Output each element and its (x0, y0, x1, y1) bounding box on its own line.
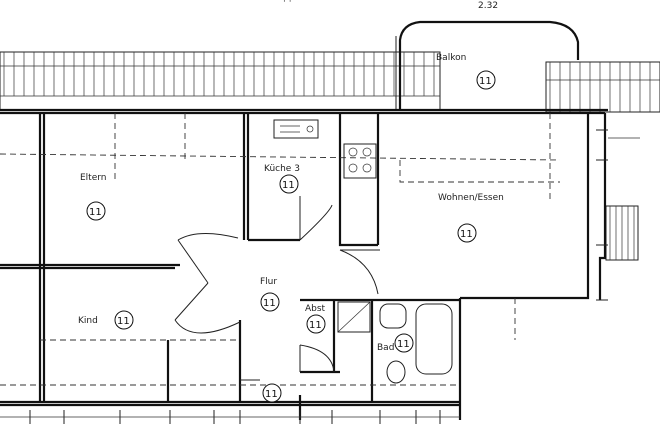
balcony-dimension: 2.32 (478, 1, 498, 11)
svg-text:11: 11 (309, 320, 322, 331)
dimension-mark: · · (283, 0, 292, 7)
room-number-entry: 11 (262, 383, 282, 403)
room-number-flur: 11 (260, 292, 280, 312)
room-label-kueche: Küche 3 (264, 164, 300, 174)
balcony (395, 20, 580, 110)
room-label-flur: Flur (260, 277, 277, 287)
room-label-wohnen: Wohnen/Essen (438, 193, 504, 203)
svg-text:11: 11 (479, 76, 492, 87)
room-label-kind: Kind (78, 316, 98, 326)
room-number-bad: 11 (394, 333, 414, 353)
room-label-eltern: Eltern (80, 173, 107, 183)
room-label-bad: Bad (377, 343, 394, 353)
roof-hatch (0, 51, 441, 111)
doors (174, 196, 380, 381)
interior-walls (0, 113, 460, 402)
svg-text:11: 11 (282, 180, 295, 191)
exterior-walls (0, 108, 608, 420)
svg-text:11: 11 (263, 298, 276, 309)
svg-text:11: 11 (397, 339, 410, 350)
svg-text:11: 11 (460, 229, 473, 240)
room-number-abst: 11 (306, 314, 326, 334)
room-number-eltern: 11 (86, 201, 106, 221)
room-label-abst: Abst (305, 304, 326, 314)
svg-text:11: 11 (265, 389, 278, 400)
room-number-wohnen: 11 (457, 223, 477, 243)
room-label-balkon: Balkon (436, 53, 466, 63)
svg-text:11: 11 (89, 207, 102, 218)
room-number-balkon: 11 (476, 70, 496, 90)
room-number-kind: 11 (114, 310, 134, 330)
kitchen-fixtures (273, 119, 377, 179)
room-number-kueche: 11 (279, 174, 299, 194)
dimension-ticks (0, 129, 640, 424)
roof-hatch-right (545, 61, 660, 261)
dashed-lines (0, 113, 561, 386)
svg-text:11: 11 (117, 316, 130, 327)
bath-fixtures (337, 301, 453, 384)
